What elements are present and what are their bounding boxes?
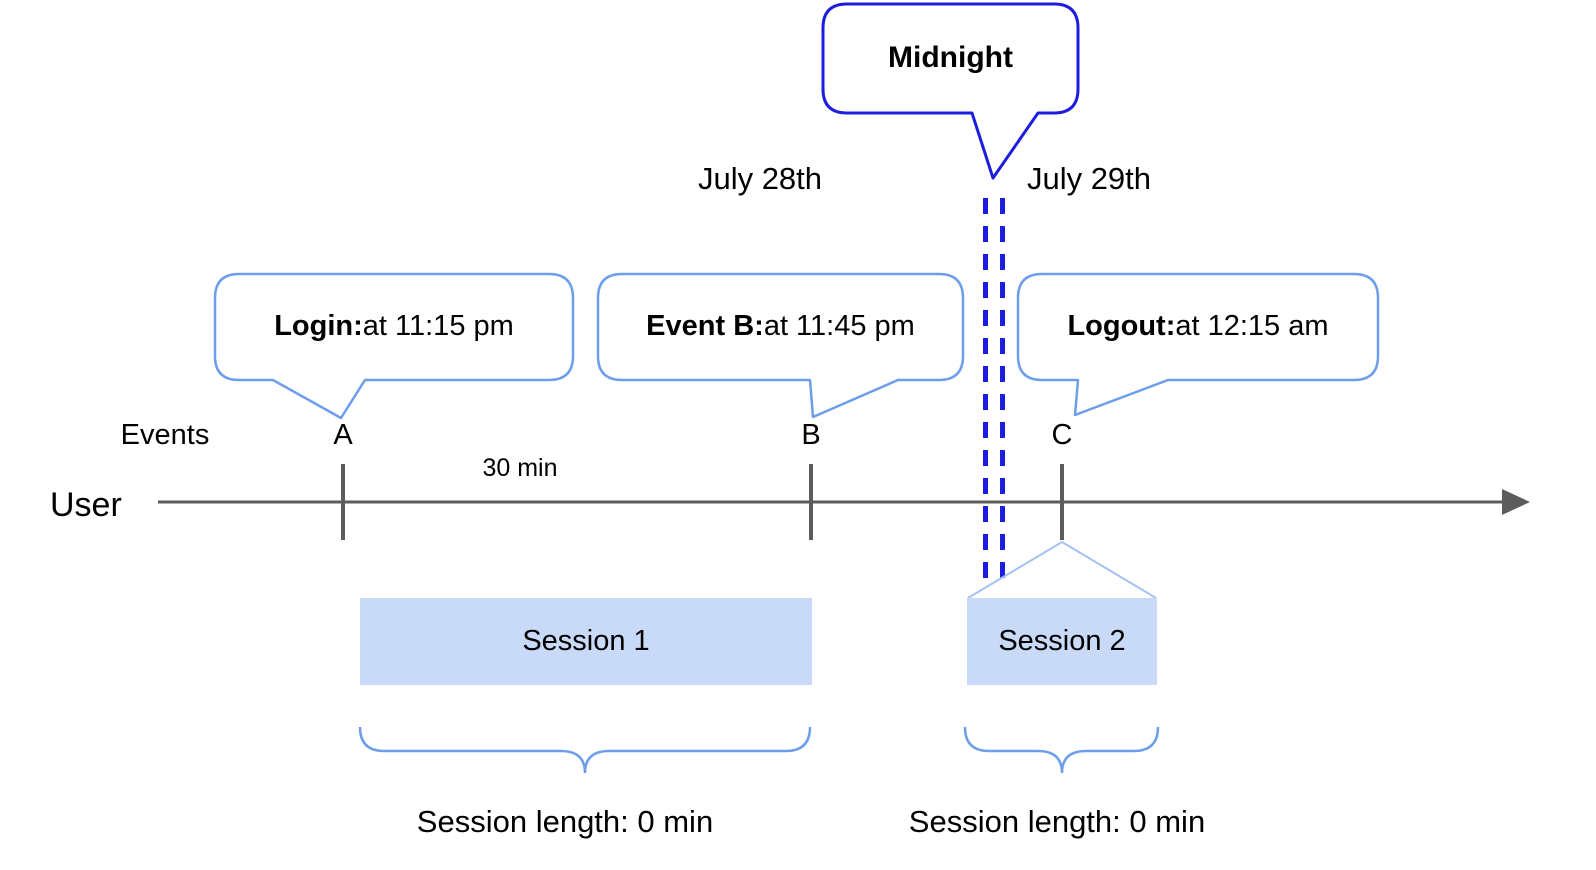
session1-box: Session 1 bbox=[360, 598, 812, 685]
tick-label-c: C bbox=[1051, 419, 1073, 451]
user-row-label: User bbox=[50, 486, 122, 524]
event-b-callout-label-time: at 11:45 pm bbox=[763, 309, 915, 342]
session1-length-label: Session length: 0 min bbox=[416, 804, 714, 839]
login-callout-label-time: at 11:15 pm bbox=[362, 309, 514, 342]
login-callout-label-bold: Login: bbox=[274, 309, 363, 342]
session2-brace bbox=[963, 726, 1160, 774]
date-label-july-28: July 28th bbox=[697, 161, 823, 196]
timeline-axis bbox=[158, 464, 1530, 540]
tick-label-a: A bbox=[333, 419, 353, 451]
midnight-callout-label: Midnight bbox=[888, 41, 1013, 74]
logout-callout-label: Logout: at 12:15 am bbox=[1018, 272, 1378, 380]
logout-callout-label-bold: Logout: bbox=[1067, 309, 1176, 342]
session2-connector-right bbox=[1061, 541, 1157, 599]
session2-length-label: Session length: 0 min bbox=[908, 804, 1206, 839]
session2-connector-lines bbox=[967, 541, 1157, 599]
session2-label: Session 2 bbox=[998, 625, 1126, 657]
session1-brace bbox=[358, 726, 812, 774]
event-b-callout-bubble bbox=[596, 272, 965, 419]
interval-duration-label: 30 min bbox=[482, 454, 558, 482]
login-callout-bubble bbox=[213, 272, 575, 420]
event-b-callout-label: Event B: at 11:45 pm bbox=[598, 272, 963, 380]
date-label-july-29: July 29th bbox=[1026, 161, 1152, 196]
timeline-arrowhead-icon bbox=[1502, 489, 1530, 515]
midnight-callout-bubble bbox=[821, 2, 1080, 180]
session2-connector-left bbox=[967, 541, 1063, 599]
session-length-braces bbox=[358, 726, 1160, 774]
session2-box: Session 2 bbox=[967, 598, 1157, 685]
events-row-label: Events bbox=[120, 419, 210, 451]
event-b-callout-label-bold: Event B: bbox=[646, 309, 764, 342]
logout-callout-label-time: at 12:15 am bbox=[1175, 309, 1329, 342]
login-callout-label: Login: at 11:15 pm bbox=[215, 272, 573, 380]
midnight-divider-dashed-lines bbox=[983, 198, 1005, 580]
tick-label-b: B bbox=[801, 419, 821, 451]
logout-callout-bubble bbox=[1016, 272, 1380, 417]
session1-label: Session 1 bbox=[522, 625, 650, 657]
